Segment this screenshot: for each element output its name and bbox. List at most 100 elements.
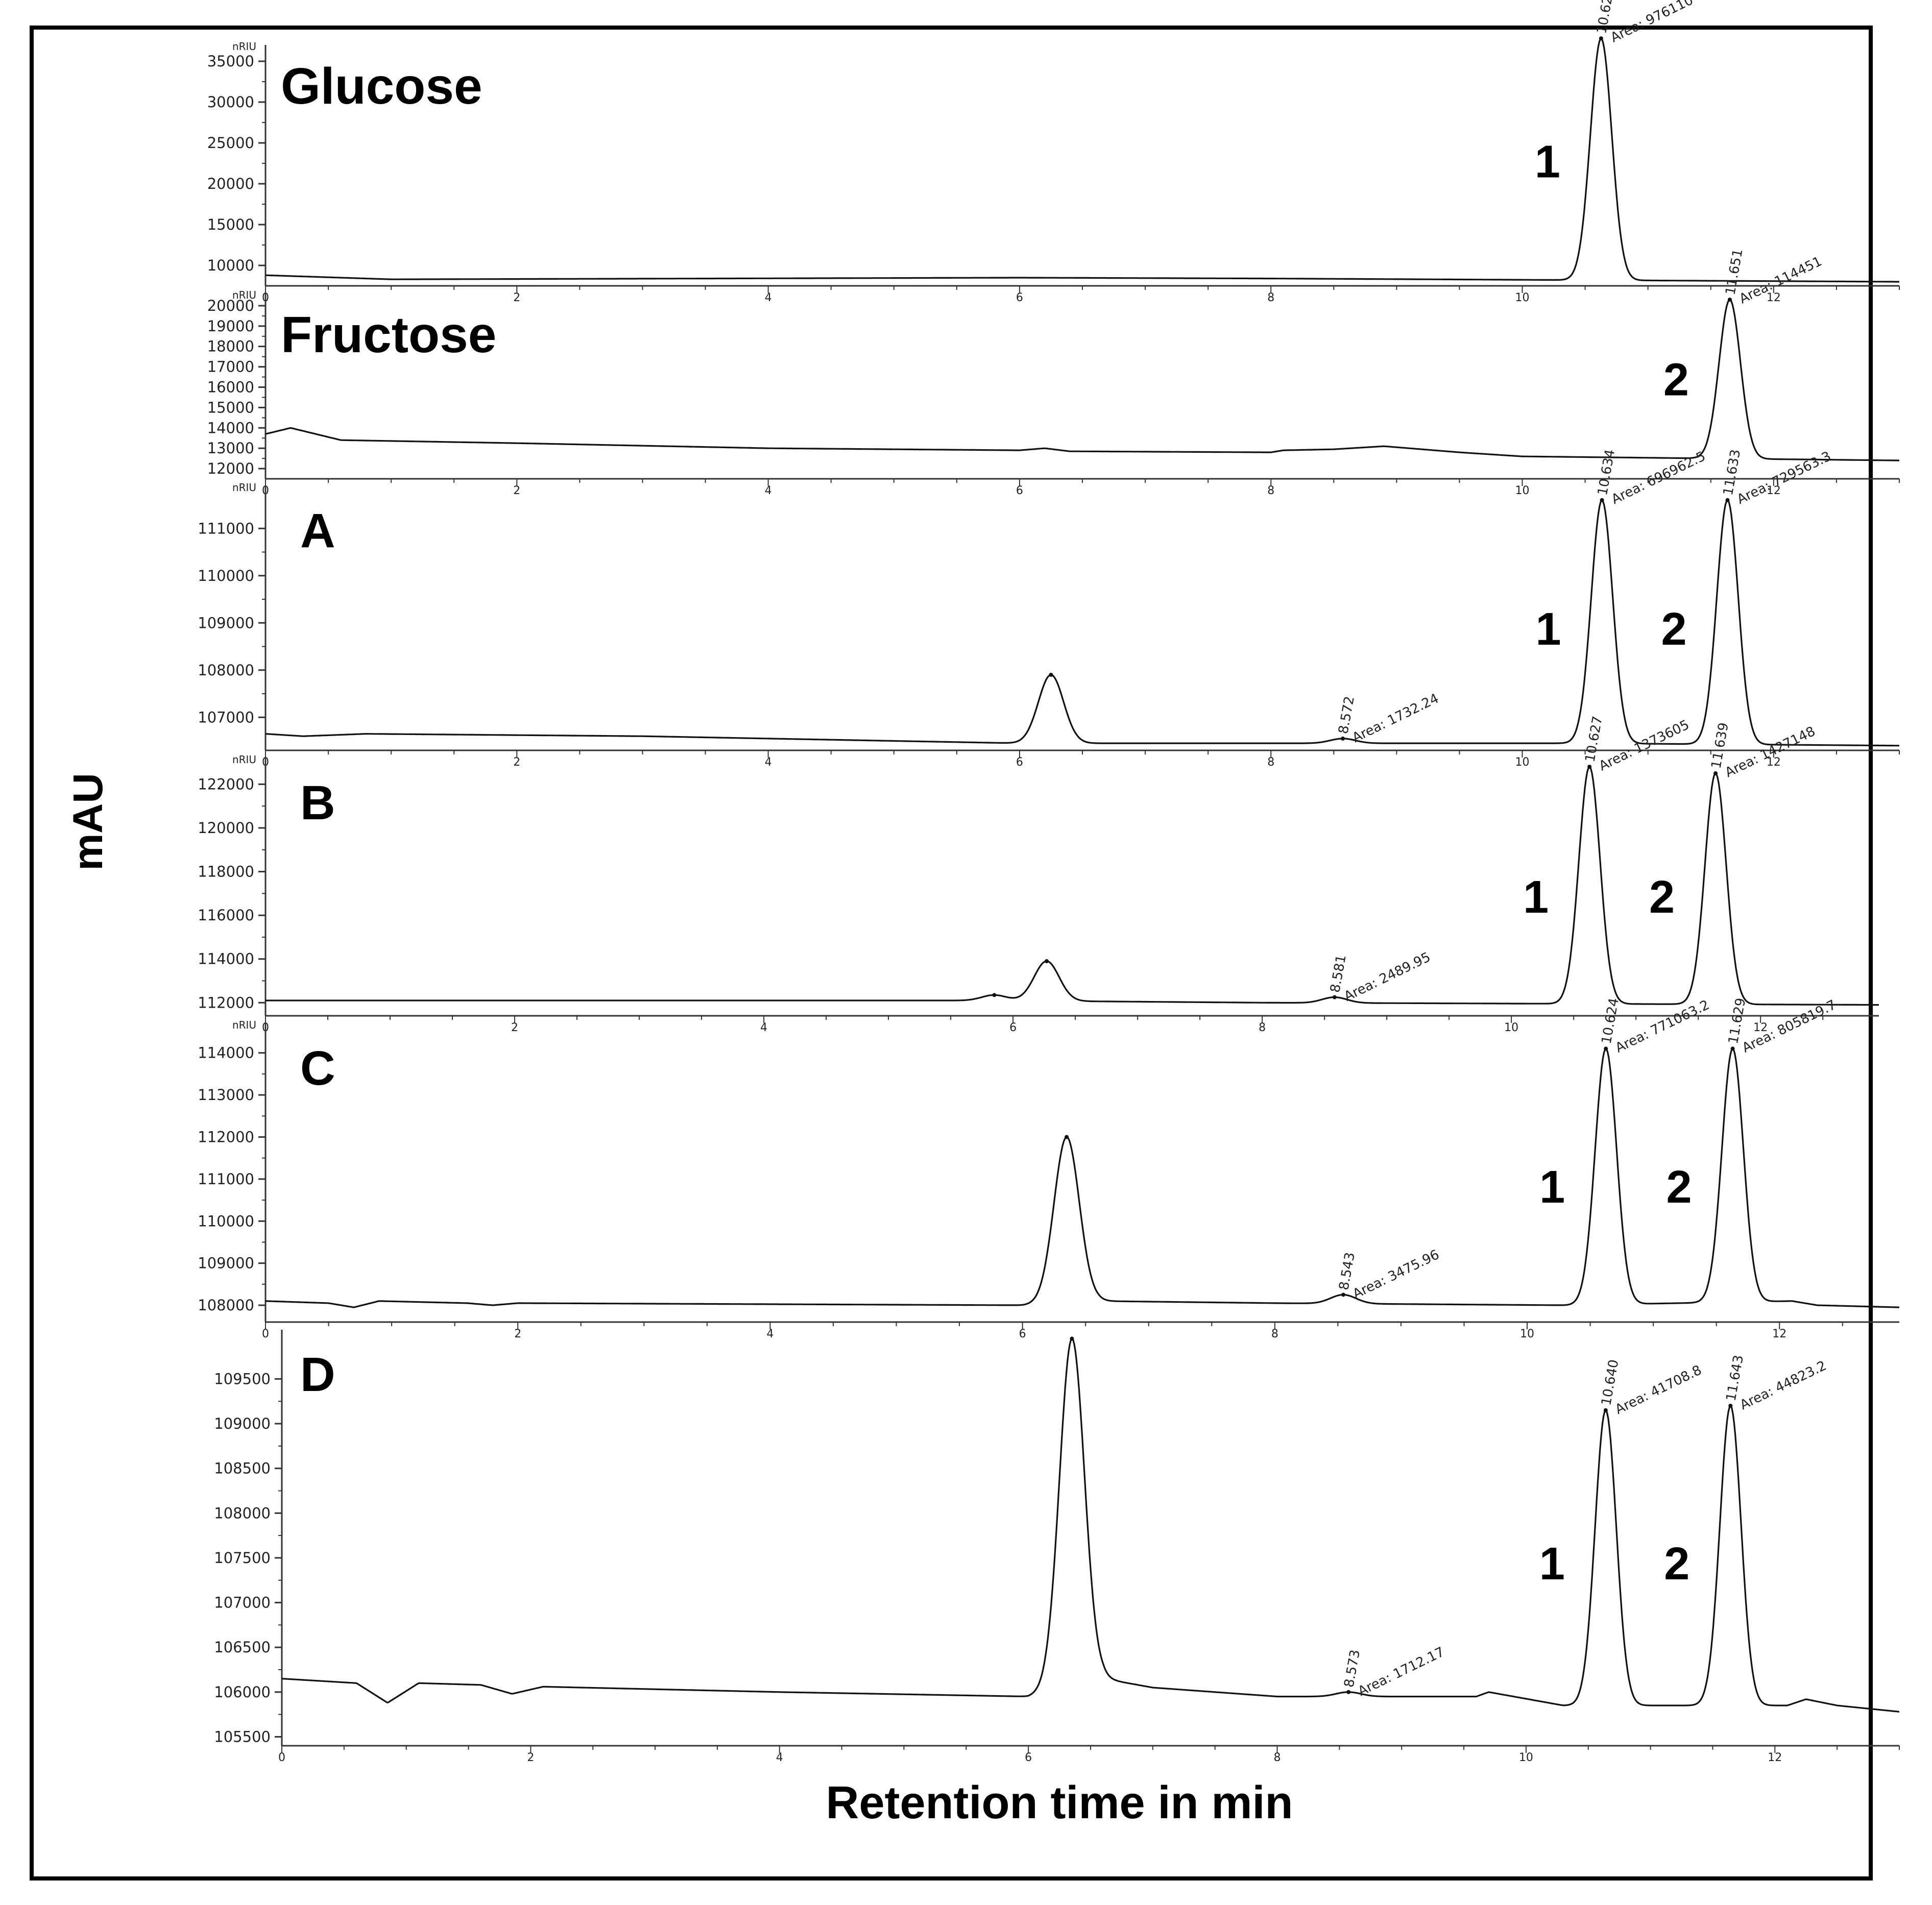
- peak-area-label: Area: 1732.24: [1350, 691, 1441, 746]
- y-tick-label: 16000: [207, 378, 254, 396]
- peak-apex-point: [1603, 1408, 1608, 1412]
- y-axis-label: mAU: [65, 773, 111, 870]
- x-tick-label: 10: [1515, 291, 1530, 304]
- x-tick-label: 10: [1515, 484, 1530, 497]
- y-tick-label: 110000: [198, 1212, 254, 1230]
- peak-apex-point: [1065, 1135, 1069, 1139]
- y-tick-label: 111000: [198, 1170, 254, 1188]
- x-tick-label: 2: [513, 291, 520, 304]
- x-tick-label: 6: [1016, 756, 1023, 769]
- peak-number-label: 2: [1661, 604, 1686, 655]
- peak-apex-point: [1604, 1046, 1608, 1051]
- x-tick-label: 4: [760, 1021, 767, 1034]
- x-tick-label: 4: [776, 1751, 783, 1764]
- peak-rt-label: 8.543: [1336, 1251, 1358, 1291]
- panel-title: Fructose: [281, 306, 496, 363]
- y-tick-label: 108000: [198, 662, 254, 679]
- y-tick-label: 109500: [214, 1370, 271, 1387]
- x-tick-label: 2: [513, 484, 520, 497]
- x-tick-label: 8: [1267, 756, 1274, 769]
- chromatogram-trace: [265, 38, 1899, 283]
- x-tick-label: 4: [766, 1328, 774, 1340]
- peak-number-label: 1: [1536, 604, 1561, 655]
- x-tick-label: 2: [514, 1328, 521, 1340]
- x-tick-label: 8: [1267, 291, 1274, 304]
- y-tick-label: 112000: [198, 994, 254, 1011]
- peak-rt-label: 8.581: [1327, 954, 1349, 994]
- panel-title: C: [300, 1041, 335, 1095]
- peak-apex-point: [992, 993, 997, 997]
- chromatogram-trace: [265, 766, 1879, 1006]
- x-tick-label: 6: [1025, 1751, 1032, 1764]
- x-tick-label: 8: [1267, 484, 1274, 497]
- peak-apex-point: [1346, 1690, 1351, 1694]
- peak-rt-label: 11.639: [1708, 721, 1731, 770]
- chromatogram-trace: [265, 1047, 1900, 1308]
- chromatogram-panels: nRIU100001500020000250003000035000024681…: [198, 0, 1900, 1764]
- peak-apex-point: [1725, 498, 1730, 502]
- y-tick-label: 109000: [198, 1255, 254, 1272]
- unit-label: nRIU: [232, 753, 256, 766]
- peak-area-label: Area: 2489.95: [1342, 949, 1433, 1005]
- x-tick-label: 12: [1767, 756, 1781, 769]
- panel-d: 1055001060001065001070001075001080001085…: [214, 1330, 1900, 1764]
- peak-number-label: 1: [1535, 137, 1560, 188]
- peak-apex-point: [1727, 297, 1732, 302]
- y-tick-label: 14000: [207, 419, 254, 436]
- peak-apex-point: [1728, 1403, 1733, 1408]
- peak-area-label: Area: 3475.96: [1350, 1247, 1442, 1302]
- unit-label: nRIU: [232, 289, 256, 301]
- y-tick-label: 108000: [198, 1297, 254, 1314]
- peak-number-label: 1: [1523, 872, 1549, 923]
- x-tick-label: 6: [1009, 1021, 1017, 1034]
- peak-apex-point: [1587, 765, 1592, 769]
- y-tick-label: 19000: [207, 317, 254, 335]
- peak-number-label: 2: [1664, 1538, 1689, 1590]
- y-tick-label: 111000: [198, 520, 254, 537]
- y-tick-label: 25000: [207, 134, 254, 152]
- peak-rt-label: 10.624: [1599, 997, 1622, 1045]
- figure-frame: [30, 26, 1873, 1880]
- peak-apex-point: [1599, 36, 1603, 41]
- panel-title: Glucose: [281, 58, 482, 115]
- peak-apex-point: [1730, 1046, 1735, 1051]
- x-tick-label: 10: [1504, 1021, 1518, 1034]
- x-tick-label: 12: [1767, 291, 1781, 304]
- y-tick-label: 20000: [207, 175, 254, 192]
- x-tick-label: 10: [1520, 1328, 1534, 1340]
- peak-area-label: Area: 41708.8: [1613, 1362, 1704, 1418]
- y-tick-label: 114000: [198, 950, 254, 968]
- peak-rt-label: 11.651: [1723, 248, 1746, 296]
- x-tick-label: 10: [1515, 756, 1530, 769]
- x-tick-label: 2: [511, 1021, 518, 1034]
- y-tick-label: 109000: [214, 1415, 271, 1432]
- y-tick-label: 116000: [198, 907, 254, 924]
- y-tick-label: 112000: [198, 1128, 254, 1145]
- peak-apex-point: [1044, 959, 1049, 964]
- peak-rt-label: 8.573: [1342, 1649, 1363, 1689]
- x-tick-label: 12: [1753, 1021, 1768, 1034]
- peak-number-label: 2: [1649, 872, 1675, 923]
- peak-apex-point: [1070, 1336, 1074, 1341]
- chromatogram-trace: [265, 499, 1900, 747]
- y-tick-label: 105500: [214, 1728, 271, 1745]
- x-tick-label: 6: [1016, 291, 1023, 304]
- x-axis-label: Retention time in min: [826, 1777, 1293, 1828]
- y-tick-label: 30000: [207, 93, 254, 111]
- peak-rt-label: 11.629: [1726, 997, 1749, 1045]
- x-tick-label: 4: [765, 291, 772, 304]
- y-tick-label: 106000: [214, 1683, 271, 1701]
- x-tick-label: 12: [1767, 484, 1781, 497]
- peak-rt-label: 10.640: [1599, 1358, 1622, 1407]
- chromatogram-trace: [265, 299, 1899, 461]
- unit-label: nRIU: [232, 1019, 256, 1031]
- y-tick-label: 18000: [207, 338, 254, 355]
- peak-rt-label: 10.634: [1595, 448, 1618, 497]
- panel-a: nRIU107000108000109000110000111000024681…: [198, 448, 1900, 769]
- panel-b: nRIU112000114000116000118000120000122000…: [198, 715, 1879, 1034]
- x-tick-label: 6: [1019, 1328, 1026, 1340]
- x-tick-label: 4: [765, 484, 772, 497]
- peak-area-label: Area: 1427148: [1723, 724, 1818, 780]
- y-tick-label: 114000: [198, 1044, 254, 1062]
